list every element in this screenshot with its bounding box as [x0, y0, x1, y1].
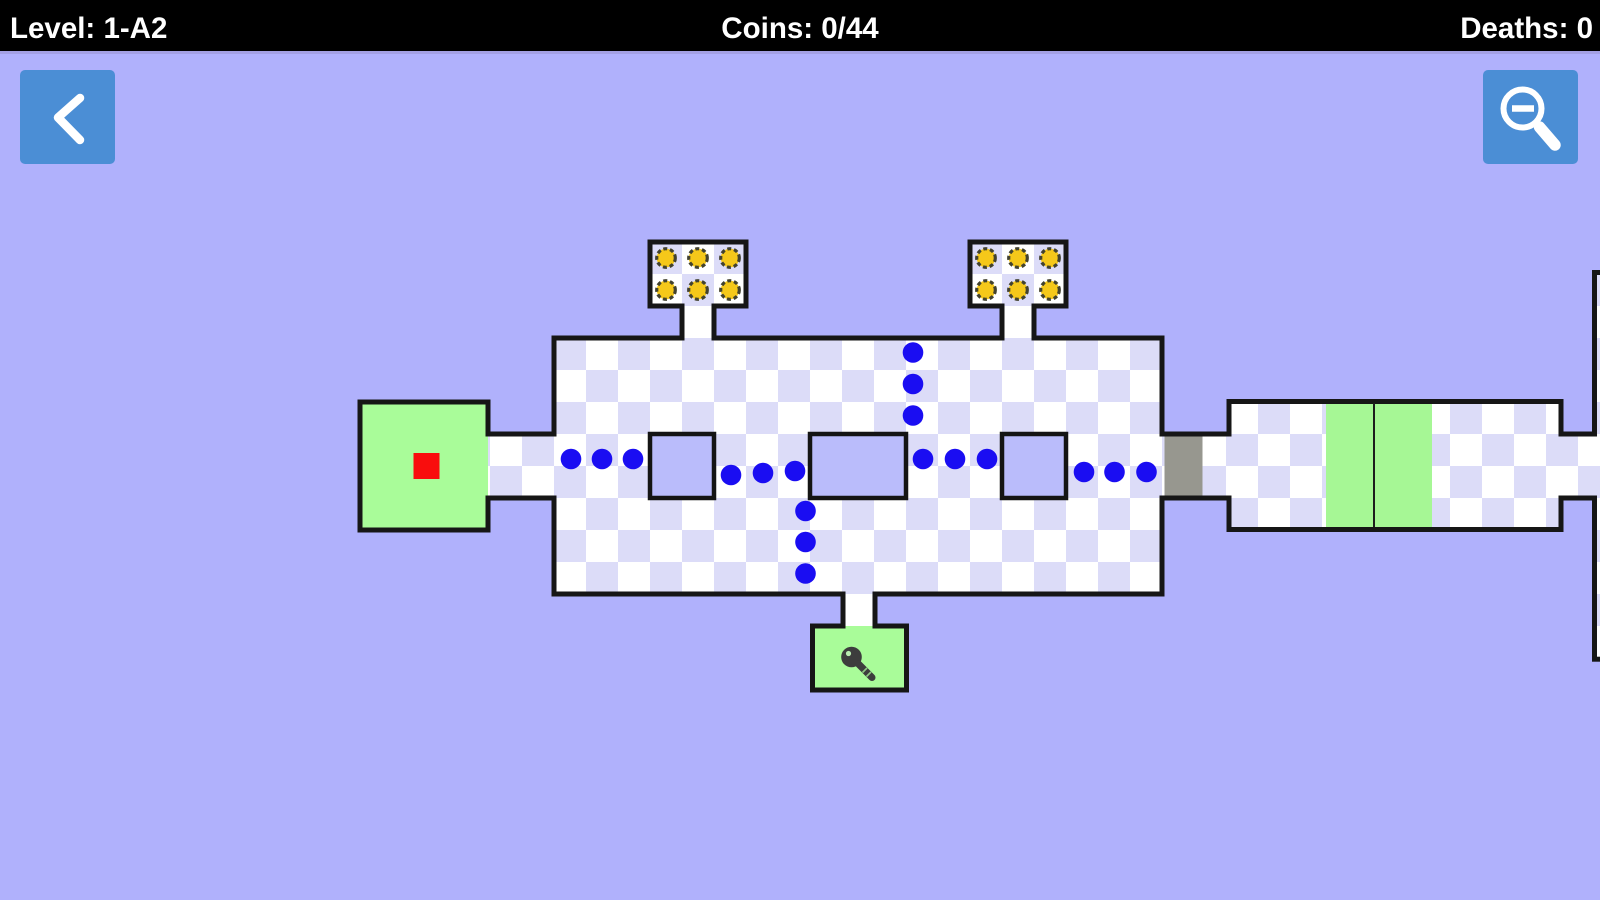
svg-text:Deaths: 0: Deaths: 0 — [1460, 12, 1593, 45]
svg-text:Coins: 0/44: Coins: 0/44 — [721, 12, 879, 45]
svg-text:Level: 1-A2: Level: 1-A2 — [10, 12, 167, 45]
